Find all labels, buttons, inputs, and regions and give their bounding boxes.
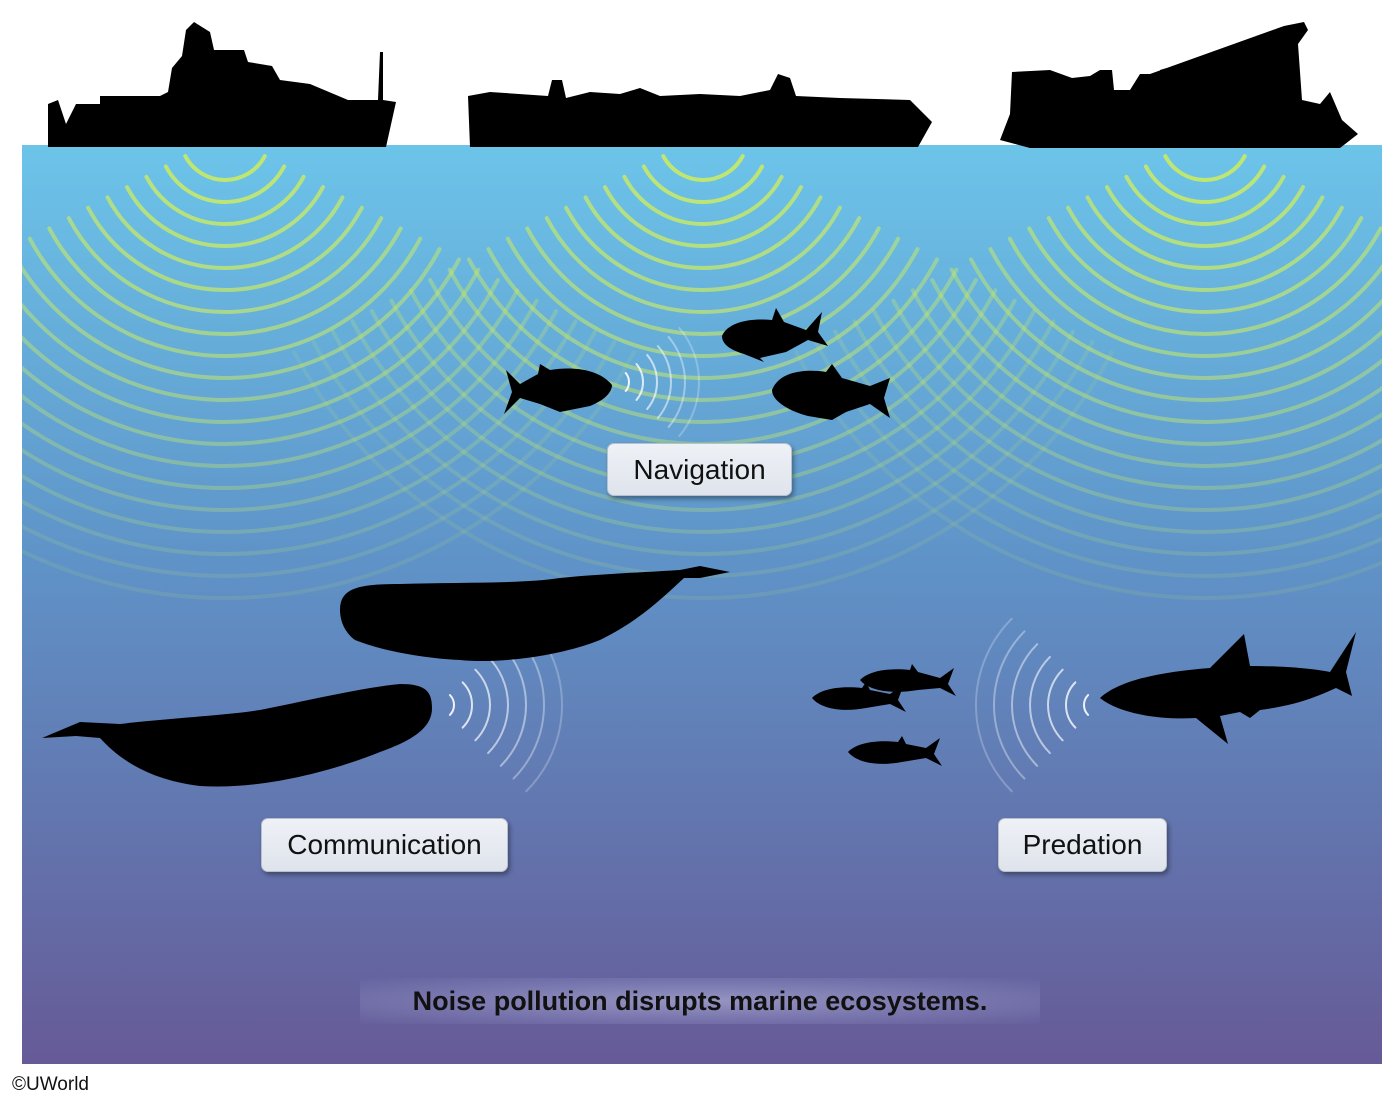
ship-sound-wave-arc (910, 288, 1382, 469)
ship-sound-wave-arc (22, 247, 442, 380)
ship-sound-wave-arc (1085, 195, 1325, 270)
fish-sound-wave-arc (678, 327, 700, 437)
ship-sound-wave-arc (124, 185, 326, 248)
ship-sound-wave-arc (833, 329, 1382, 557)
ship-sound-wave-arc (22, 340, 617, 578)
ship-sound-wave-arc (525, 226, 881, 336)
ship-sound-wave-arc (852, 319, 1382, 534)
fish-sound-wave-arc (656, 345, 672, 419)
ship-sound-wave-arc (22, 288, 520, 468)
ship-sound-wave-arc (22, 298, 539, 490)
ship-sound-wave-arc (369, 309, 1037, 512)
ship-sound-wave-arc (1163, 154, 1247, 182)
shark-sound-wave-arc (1065, 681, 1077, 729)
container-ship-silhouette (468, 74, 932, 147)
navigation-label: Navigation (607, 443, 792, 496)
ship-sound-wave-arc (1066, 205, 1344, 292)
small-fish-2 (812, 682, 906, 712)
ship-sound-wave-arc (988, 247, 1382, 380)
ship-sound-wave-arc (1104, 185, 1306, 249)
ship-sound-wave-arc (1027, 226, 1382, 336)
ship-sound-wave-arc (22, 278, 500, 446)
ship-sound-wave-arc (447, 267, 959, 424)
ship-sound-wave-arc (22, 329, 597, 556)
ship-sound-wave-arc (66, 216, 384, 314)
ship-sound-wave-arc (661, 154, 745, 182)
fish-sound-wave-arc (646, 354, 658, 410)
ship-sound-wave-arc (871, 309, 1382, 512)
shark-sound-wave-arc (975, 617, 1013, 793)
ship-sound-wave-arc (22, 319, 578, 534)
shark-sound-wave-arc (1011, 643, 1039, 767)
whale-sound-wave-arc (474, 668, 491, 742)
ship-sound-wave-arc (86, 205, 364, 292)
caption: Noise pollution disrupts marine ecosyste… (360, 978, 1040, 1024)
fish-sound-wave-arc (635, 363, 644, 401)
ship-sound-wave-arc (1143, 164, 1267, 205)
shark-sound-wave-arc (1083, 694, 1090, 716)
ship-sound-wave-arc (47, 226, 403, 336)
ship-sound-wave-arc (505, 236, 901, 358)
ship-sound-wave-arc (1046, 216, 1364, 314)
tuna-fish-right (772, 364, 890, 420)
ship-sound-wave-arc (22, 267, 481, 424)
ship-sound-wave-arc (930, 278, 1382, 446)
ship-sound-wave-arc (22, 257, 461, 402)
ship-sound-wave-arc (22, 309, 559, 512)
whale-sound-wave-arc (487, 655, 509, 755)
ship-sound-wave-arc (350, 319, 1056, 534)
ship-sound-wave-arc (183, 154, 267, 182)
ship-sound-wave-arc (27, 236, 423, 358)
ship-sound-wave-arc (22, 350, 636, 600)
communication-label: Communication (261, 818, 508, 872)
shark-sound-wave-arc (992, 630, 1026, 780)
ship-sound-wave-arc (794, 350, 1382, 600)
research-ship-silhouette (48, 22, 396, 147)
ship-sound-wave-arc (641, 164, 765, 204)
small-fish-3 (848, 736, 942, 766)
ship-sound-wave-arc (292, 350, 1114, 600)
ship-sound-wave-arc (105, 195, 345, 270)
small-fish-1 (860, 664, 956, 696)
ship-sound-wave-arc (486, 247, 920, 380)
crane-ship-silhouette (1000, 22, 1358, 148)
ship-sound-wave-arc (949, 267, 1382, 425)
ship-sound-wave-arc (969, 257, 1382, 402)
shark-sound-wave-arc (1029, 655, 1051, 755)
ship-sound-wave-arc (467, 257, 939, 402)
ocean-water (22, 145, 1382, 1064)
fish-sound-wave-arc (667, 336, 686, 428)
ship-sound-wave-arc (583, 195, 823, 270)
ship-sound-wave-arc (564, 205, 842, 292)
ship-sound-wave-arc (544, 216, 862, 314)
tuna-fish-left (504, 364, 612, 414)
ship-sound-wave-arc (331, 329, 1075, 557)
ship-sound-wave-arc (1007, 236, 1382, 358)
ship-sound-wave-arc (144, 174, 306, 226)
shark-silhouette (1100, 632, 1356, 744)
ship-sound-wave-arc (163, 164, 287, 204)
ship-sound-wave-arc (891, 298, 1382, 490)
ship-sound-wave-arc (602, 185, 804, 248)
copyright-notice: ©UWorld (12, 1074, 89, 1095)
ship-sound-waves (22, 154, 1382, 600)
ship-sound-wave-arc (1124, 174, 1286, 226)
fish-sound-wave-arc (624, 372, 630, 392)
ship-sound-wave-arc (813, 340, 1382, 578)
shark-sound-wave-arc (1046, 668, 1064, 742)
tuna-fish-top (722, 308, 828, 362)
sperm-whale-upper (340, 566, 730, 662)
whale-sound-wave-arc (448, 694, 455, 716)
ship-sound-wave-arc (622, 174, 784, 226)
whale-sound-wave-arc (461, 681, 473, 729)
sperm-whale-lower (42, 684, 432, 787)
predation-label: Predation (998, 818, 1167, 872)
